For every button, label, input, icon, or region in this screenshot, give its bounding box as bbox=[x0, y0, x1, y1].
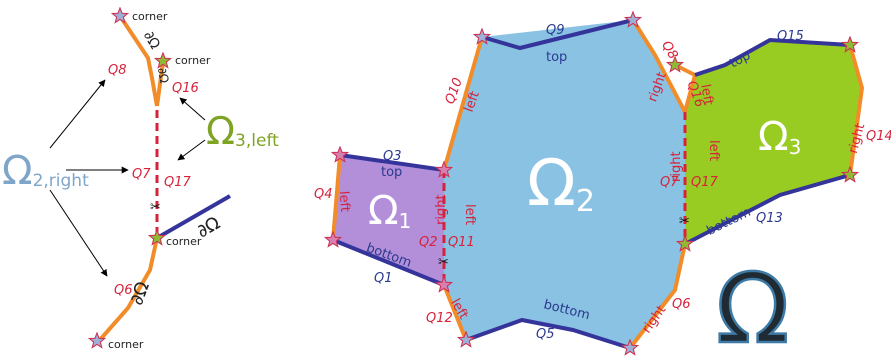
q7-label: Q7 bbox=[660, 175, 679, 190]
omega2-edge-bottom bbox=[465, 317, 631, 350]
q11-label: Q11 bbox=[448, 235, 475, 250]
scissors-icon: ✂ bbox=[438, 255, 449, 270]
q4-label: Q4 bbox=[314, 187, 333, 202]
omega3-edge-right bbox=[848, 44, 865, 176]
omega3-edge-top bbox=[694, 37, 851, 77]
scissors-icon: ✂ bbox=[679, 214, 690, 229]
omega1-edge-bottom bbox=[332, 238, 445, 287]
arrow-to-q16 bbox=[179, 97, 206, 121]
q2-label: Q2 bbox=[419, 235, 438, 250]
q9-label: Q9 bbox=[546, 23, 565, 38]
q1-label: Q1 bbox=[374, 271, 393, 286]
left-q8: Q8 bbox=[108, 63, 127, 78]
left-edge-blue bbox=[156, 194, 231, 240]
omega1-label: Ω1 bbox=[368, 188, 411, 234]
o3-left-iface-label: left bbox=[706, 140, 721, 161]
corner-label-center: corner bbox=[166, 235, 202, 248]
corner-label-bottom: corner bbox=[108, 338, 144, 351]
left-edge-upper bbox=[118, 14, 159, 107]
omega3-edge-bottom bbox=[684, 173, 851, 246]
omega-big-label: Ω bbox=[716, 253, 789, 363]
left-panel: corner corner corner corner ∂Ω ∂Ω ∂Ω ∂Ω … bbox=[2, 7, 279, 351]
omega1-edge-left bbox=[331, 154, 342, 241]
omega1-region bbox=[333, 155, 444, 285]
q6-label: Q6 bbox=[672, 297, 691, 312]
o2-left-iface-label: left bbox=[462, 204, 477, 225]
omega1-edge-top bbox=[339, 153, 445, 172]
omega2-edge-right-lower bbox=[628, 243, 687, 350]
q8-label: Q8 bbox=[658, 39, 680, 63]
arrow-to-q6 bbox=[49, 189, 108, 277]
q13-label: Q13 bbox=[756, 211, 783, 226]
boundary-label-top: ∂Ω bbox=[140, 29, 163, 53]
q5-label: Q5 bbox=[536, 327, 555, 342]
omega2-region bbox=[444, 20, 685, 348]
omega2-edge-left-lower bbox=[442, 284, 468, 341]
omega3-label: Ω3 bbox=[758, 114, 801, 160]
omega2-edge-left-upper bbox=[442, 36, 484, 171]
arrow-to-q8 bbox=[49, 79, 106, 149]
o1-left-label: left bbox=[336, 190, 352, 212]
q14-label: Q14 bbox=[866, 129, 891, 144]
scissors-icon: ✂ bbox=[150, 200, 161, 215]
corner-star-icon bbox=[111, 7, 129, 24]
omega2-edge-right-upper bbox=[631, 18, 687, 113]
o2-right-iface-label: right bbox=[669, 151, 684, 182]
q15-label: Q15 bbox=[777, 29, 804, 44]
left-q16: Q16 bbox=[172, 81, 199, 96]
o1-right-label: right bbox=[434, 194, 449, 225]
left-q6: Q6 bbox=[114, 283, 133, 298]
omega3-region bbox=[685, 40, 862, 244]
boundary-label-upper-mid: ∂Ω bbox=[155, 67, 171, 85]
left-q17: Q17 bbox=[164, 175, 192, 190]
omega3-left-label: Ω3,left bbox=[206, 109, 279, 153]
q3-label: Q3 bbox=[383, 149, 402, 164]
arrow-to-q17 bbox=[177, 139, 206, 161]
corner-label-top: corner bbox=[132, 10, 168, 23]
corner-label-mid: corner bbox=[175, 54, 211, 67]
o2-left-upper-label: left bbox=[462, 89, 483, 114]
omega2-right-label: Ω2,right bbox=[2, 148, 89, 194]
o3-left-small-label: left bbox=[697, 83, 715, 106]
q17-label: Q17 bbox=[691, 175, 719, 190]
left-edge-upper-branch bbox=[155, 61, 165, 107]
left-edge-lower bbox=[96, 237, 159, 344]
left-q7: Q7 bbox=[132, 167, 151, 182]
omega2-label: Ω2 bbox=[527, 147, 595, 221]
main-domain: ✂ ✂ Ω1 Ω2 Ω3 Ω Q1 Q2 Q3 Q4 Q5 Q6 Q7 Q8 Q… bbox=[314, 11, 891, 363]
q12-label: Q12 bbox=[426, 311, 453, 326]
o2-top-label: top bbox=[546, 50, 567, 65]
omega2-edge-top bbox=[481, 18, 634, 51]
o1-top-label: top bbox=[381, 165, 402, 180]
